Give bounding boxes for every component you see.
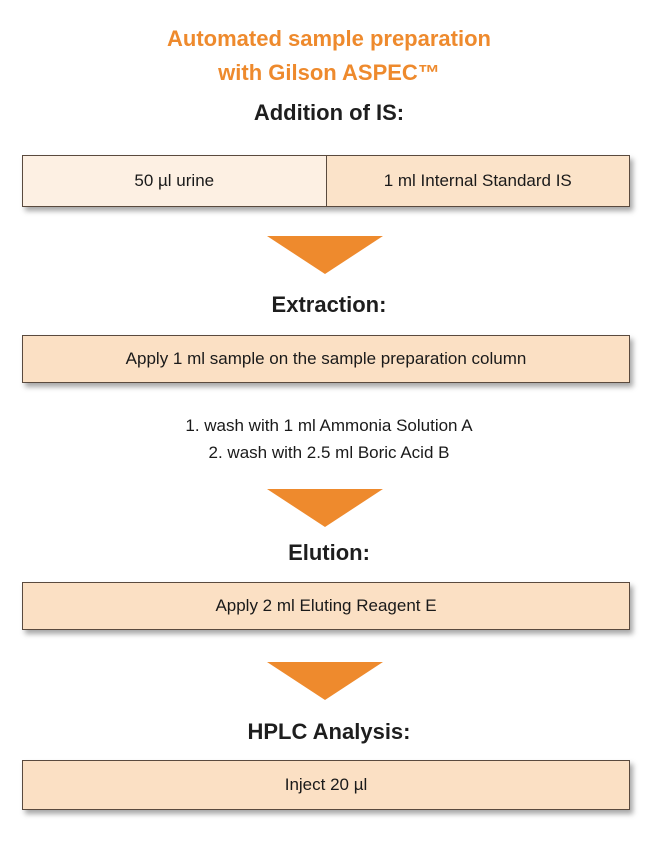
addition-heading: Addition of IS: (253, 100, 405, 125)
extraction-heading: Extraction: (271, 292, 387, 317)
arrow-down-icon (267, 662, 383, 700)
urine-cell: 50 µl urine (23, 156, 327, 206)
elution-box: Apply 2 ml Eluting Reagent E (22, 582, 630, 630)
wash-step-2: 2. wash with 2.5 ml Boric Acid B (208, 443, 450, 462)
arrow-down-icon (267, 236, 383, 274)
extraction-box: Apply 1 ml sample on the sample preparat… (22, 335, 630, 383)
internal-standard-cell: 1 ml Internal Standard IS (326, 156, 629, 206)
hplc-heading: HPLC Analysis: (247, 719, 411, 744)
wash-step-1: 1. wash with 1 ml Ammonia Solution A (185, 416, 473, 435)
diagram-title-line-2: with Gilson ASPEC™ (218, 60, 440, 85)
addition-box: 50 µl urine 1 ml Internal Standard IS (22, 155, 630, 207)
elution-heading: Elution: (288, 540, 370, 565)
hplc-box: Inject 20 µl (22, 760, 630, 810)
wash-steps: 1. wash with 1 ml Ammonia Solution A 2. … (0, 412, 658, 466)
diagram-title-line-1: Automated sample preparation (167, 26, 491, 51)
arrow-down-icon (267, 489, 383, 527)
